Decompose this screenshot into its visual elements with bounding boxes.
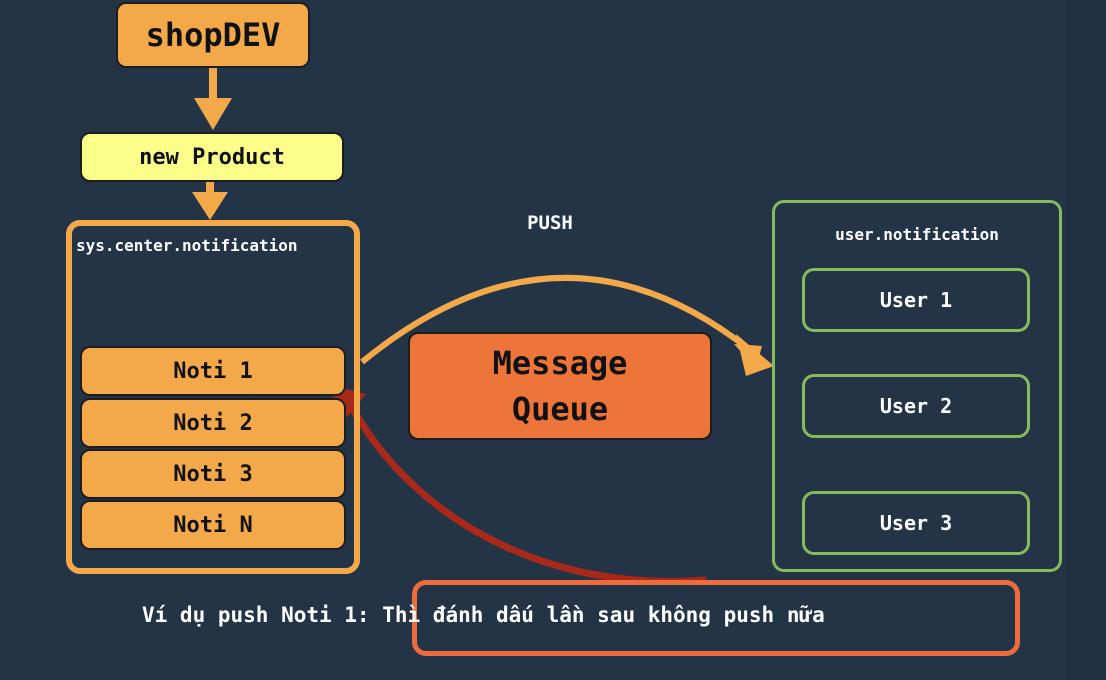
example-caption: Ví dụ push Noti 1: Thì đánh dấu lần sau … (142, 600, 1002, 630)
new-product-label: new Product (139, 144, 285, 170)
background-edge (1066, 0, 1106, 680)
noti-label: Noti N (173, 512, 253, 538)
user-item-2: User 2 (802, 374, 1030, 438)
sys-center-notification-container (66, 220, 360, 574)
message-queue-label-line1: Message (492, 344, 628, 382)
noti-label: Noti 2 (173, 410, 253, 436)
user-label: User 1 (879, 288, 953, 312)
noti-item-2: Noti 2 (80, 398, 346, 448)
shopdev-node: shopDEV (116, 2, 310, 68)
user-label: User 2 (879, 394, 953, 418)
new-product-node: new Product (80, 132, 344, 182)
user-item-3: User 3 (802, 491, 1030, 555)
push-label: PUSH (527, 212, 573, 234)
shopdev-label: shopDEV (145, 16, 281, 54)
noti-label: Noti 1 (173, 358, 253, 384)
user-notification-container (772, 200, 1062, 572)
noti-label: Noti 3 (173, 461, 253, 487)
user-item-1: User 1 (802, 268, 1030, 332)
example-highlight-box (412, 580, 1020, 656)
noti-item-n: Noti N (80, 500, 346, 550)
message-queue-label-line2: Queue (511, 390, 609, 428)
arrow-shopdev-to-new-product (194, 68, 232, 130)
example-prefix: Ví dụ push Noti 1: (142, 603, 370, 627)
arrow-new-product-to-sys-center (192, 180, 228, 220)
noti-item-3: Noti 3 (80, 449, 346, 499)
noti-item-1: Noti 1 (80, 346, 346, 396)
message-queue-node: Message Queue (408, 332, 712, 440)
sys-center-notification-label: sys.center.notification (76, 236, 298, 255)
user-notification-label: user.notification (835, 224, 999, 244)
example-text: Thì đánh dấu lần sau không push nữa (382, 603, 825, 627)
user-label: User 3 (879, 511, 953, 535)
